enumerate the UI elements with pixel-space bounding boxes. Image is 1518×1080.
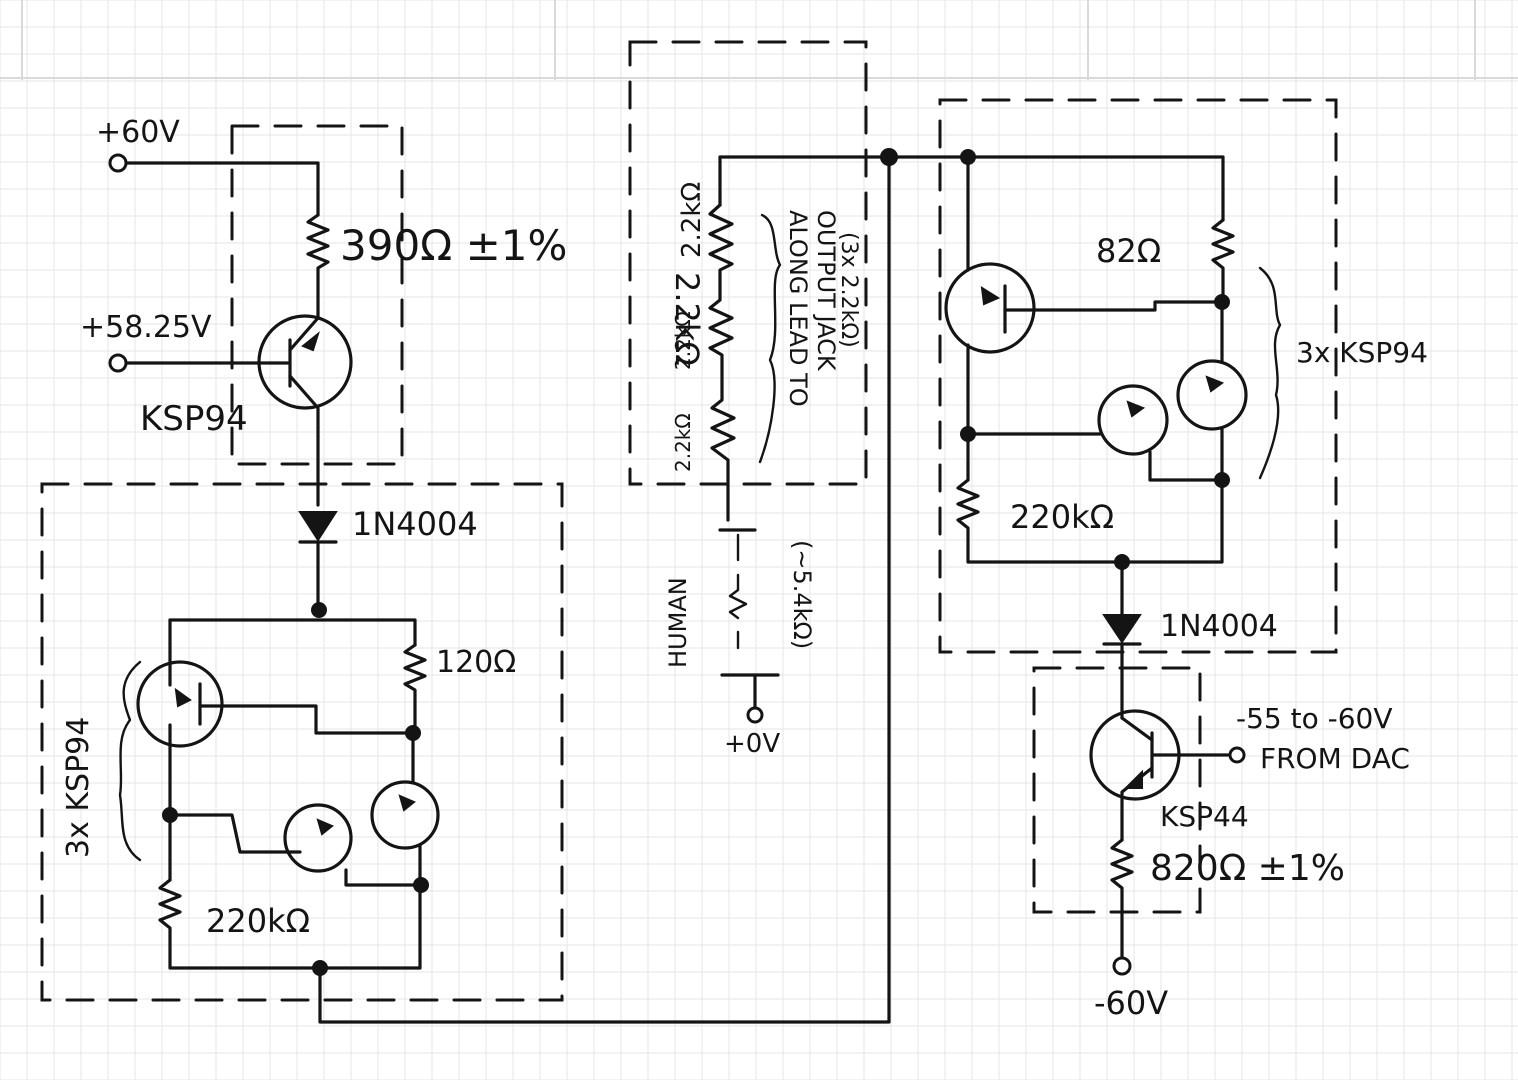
lead-resistor-label-d: 2.2kΩ bbox=[668, 272, 706, 366]
ksp94-transistor-mirror-left-b bbox=[283, 803, 353, 873]
mirror-right-label: 3x KSP94 bbox=[1296, 336, 1428, 369]
r220k-left-label: 220kΩ bbox=[206, 902, 310, 940]
lead-note-line-1: ALONG LEAD TO bbox=[784, 210, 812, 407]
wire bbox=[124, 161, 320, 217]
emitter-arrow bbox=[1205, 375, 1225, 393]
r120-resistor bbox=[403, 643, 427, 735]
diode-right-label: 1N4004 bbox=[1160, 609, 1278, 644]
dashed-box-top-left bbox=[230, 124, 404, 466]
diode-left-label: 1N4004 bbox=[352, 505, 478, 543]
dac-input-terminal bbox=[1228, 746, 1246, 764]
dashed-box-bottom-left bbox=[40, 482, 564, 1002]
diode-right bbox=[1102, 560, 1142, 720]
r390-resistor bbox=[306, 213, 330, 320]
r82-resistor bbox=[1211, 218, 1235, 304]
wire bbox=[344, 843, 422, 887]
ksp94-transistor-top-left bbox=[257, 314, 353, 410]
dashed-box-right bbox=[938, 98, 1338, 654]
lead-note-line-2: OUTPUT JACK bbox=[812, 210, 840, 372]
top-left-current-source bbox=[108, 124, 404, 507]
mirror-left-brace bbox=[118, 660, 142, 862]
emitter-arrow bbox=[980, 286, 1001, 306]
ksp44-label: KSP44 bbox=[1160, 800, 1249, 833]
wire bbox=[288, 374, 320, 507]
junction-dot bbox=[311, 602, 327, 618]
mirror-left-label: 3x KSP94 bbox=[61, 717, 96, 858]
minus60v-terminal bbox=[1112, 956, 1132, 976]
plus60v-terminal bbox=[108, 153, 128, 173]
dashed-box-center bbox=[628, 40, 868, 486]
output-lead bbox=[628, 40, 898, 724]
minus60v-label: -60V bbox=[1094, 984, 1168, 1022]
zero-v-label: +0V bbox=[724, 729, 780, 759]
lead-resistor-label-c: 2.2kΩ bbox=[671, 413, 695, 472]
lead-resistor-chain bbox=[708, 203, 736, 522]
r120-label: 120Ω bbox=[436, 645, 516, 680]
lead-resistor-label-a: 2.2kΩ bbox=[677, 182, 707, 258]
r82-label: 82Ω bbox=[1096, 232, 1161, 270]
bottom-right-current-sink bbox=[1032, 666, 1246, 976]
diode-triangle bbox=[1102, 614, 1142, 644]
collector-lead bbox=[1120, 716, 1154, 742]
right-current-mirror bbox=[887, 98, 1338, 654]
emitter-arrow bbox=[301, 331, 320, 352]
emitter-lead bbox=[288, 316, 320, 352]
emitter-arrow bbox=[1126, 400, 1146, 418]
wire bbox=[718, 155, 891, 207]
diode-triangle bbox=[298, 511, 338, 542]
human-resistance-label: (~5.4kΩ) bbox=[788, 540, 816, 649]
labels: +60V +58.25V 390Ω ±1% KSP94 1N4004 120Ω … bbox=[61, 115, 1428, 1022]
plus5825v-terminal bbox=[108, 353, 128, 373]
zero-v-terminal bbox=[746, 706, 764, 724]
ksp94-transistor-mirror-right-a bbox=[944, 262, 1036, 354]
wire bbox=[1003, 300, 1224, 312]
ksp94-transistor-mirror-right-b bbox=[1097, 384, 1169, 456]
r390-label: 390Ω ±1% bbox=[340, 221, 567, 270]
emitter-arrow bbox=[398, 794, 416, 812]
plus60v-label: +60V bbox=[96, 115, 180, 150]
dac-source-label: FROM DAC bbox=[1260, 742, 1410, 775]
mirror-right-brace bbox=[1258, 266, 1282, 480]
emitter-arrow bbox=[316, 818, 334, 836]
lead-resistor-label-b: 2.2kΩ bbox=[671, 311, 695, 370]
ksp94-transistor-mirror-left-a bbox=[136, 660, 224, 748]
wire bbox=[168, 813, 302, 854]
plus5825v-label: +58.25V bbox=[80, 310, 212, 345]
dac-range-label: -55 to -60V bbox=[1236, 702, 1393, 735]
wire bbox=[168, 618, 417, 647]
r220k-resistor-right bbox=[956, 478, 1224, 564]
r220k-resistor-left bbox=[158, 878, 422, 970]
human-label: HUMAN bbox=[664, 577, 692, 668]
r220k-right-label: 220kΩ bbox=[1010, 498, 1114, 536]
emitter-arrow bbox=[174, 687, 192, 708]
left-current-mirror bbox=[40, 482, 564, 1002]
wire bbox=[887, 155, 1225, 222]
wire bbox=[198, 704, 415, 735]
emitter-arrow bbox=[1123, 769, 1143, 789]
lead-brace bbox=[758, 213, 782, 464]
diode-left bbox=[298, 511, 338, 612]
wire bbox=[1148, 426, 1224, 482]
r820-label: 820Ω ±1% bbox=[1150, 848, 1345, 889]
lead-note-line-3: (3x 2.2kΩ) bbox=[836, 232, 861, 348]
ksp94-transistor-mirror-right-c bbox=[1176, 359, 1248, 431]
ksp94-transistor-mirror-left-c bbox=[370, 780, 440, 850]
r820-resistor bbox=[1110, 838, 1134, 960]
return-wire bbox=[318, 155, 891, 1024]
human-resistor-dashed bbox=[728, 533, 748, 650]
dashed-box-bottom-right bbox=[1032, 666, 1202, 914]
ksp94-top-left-label: KSP94 bbox=[140, 399, 248, 439]
